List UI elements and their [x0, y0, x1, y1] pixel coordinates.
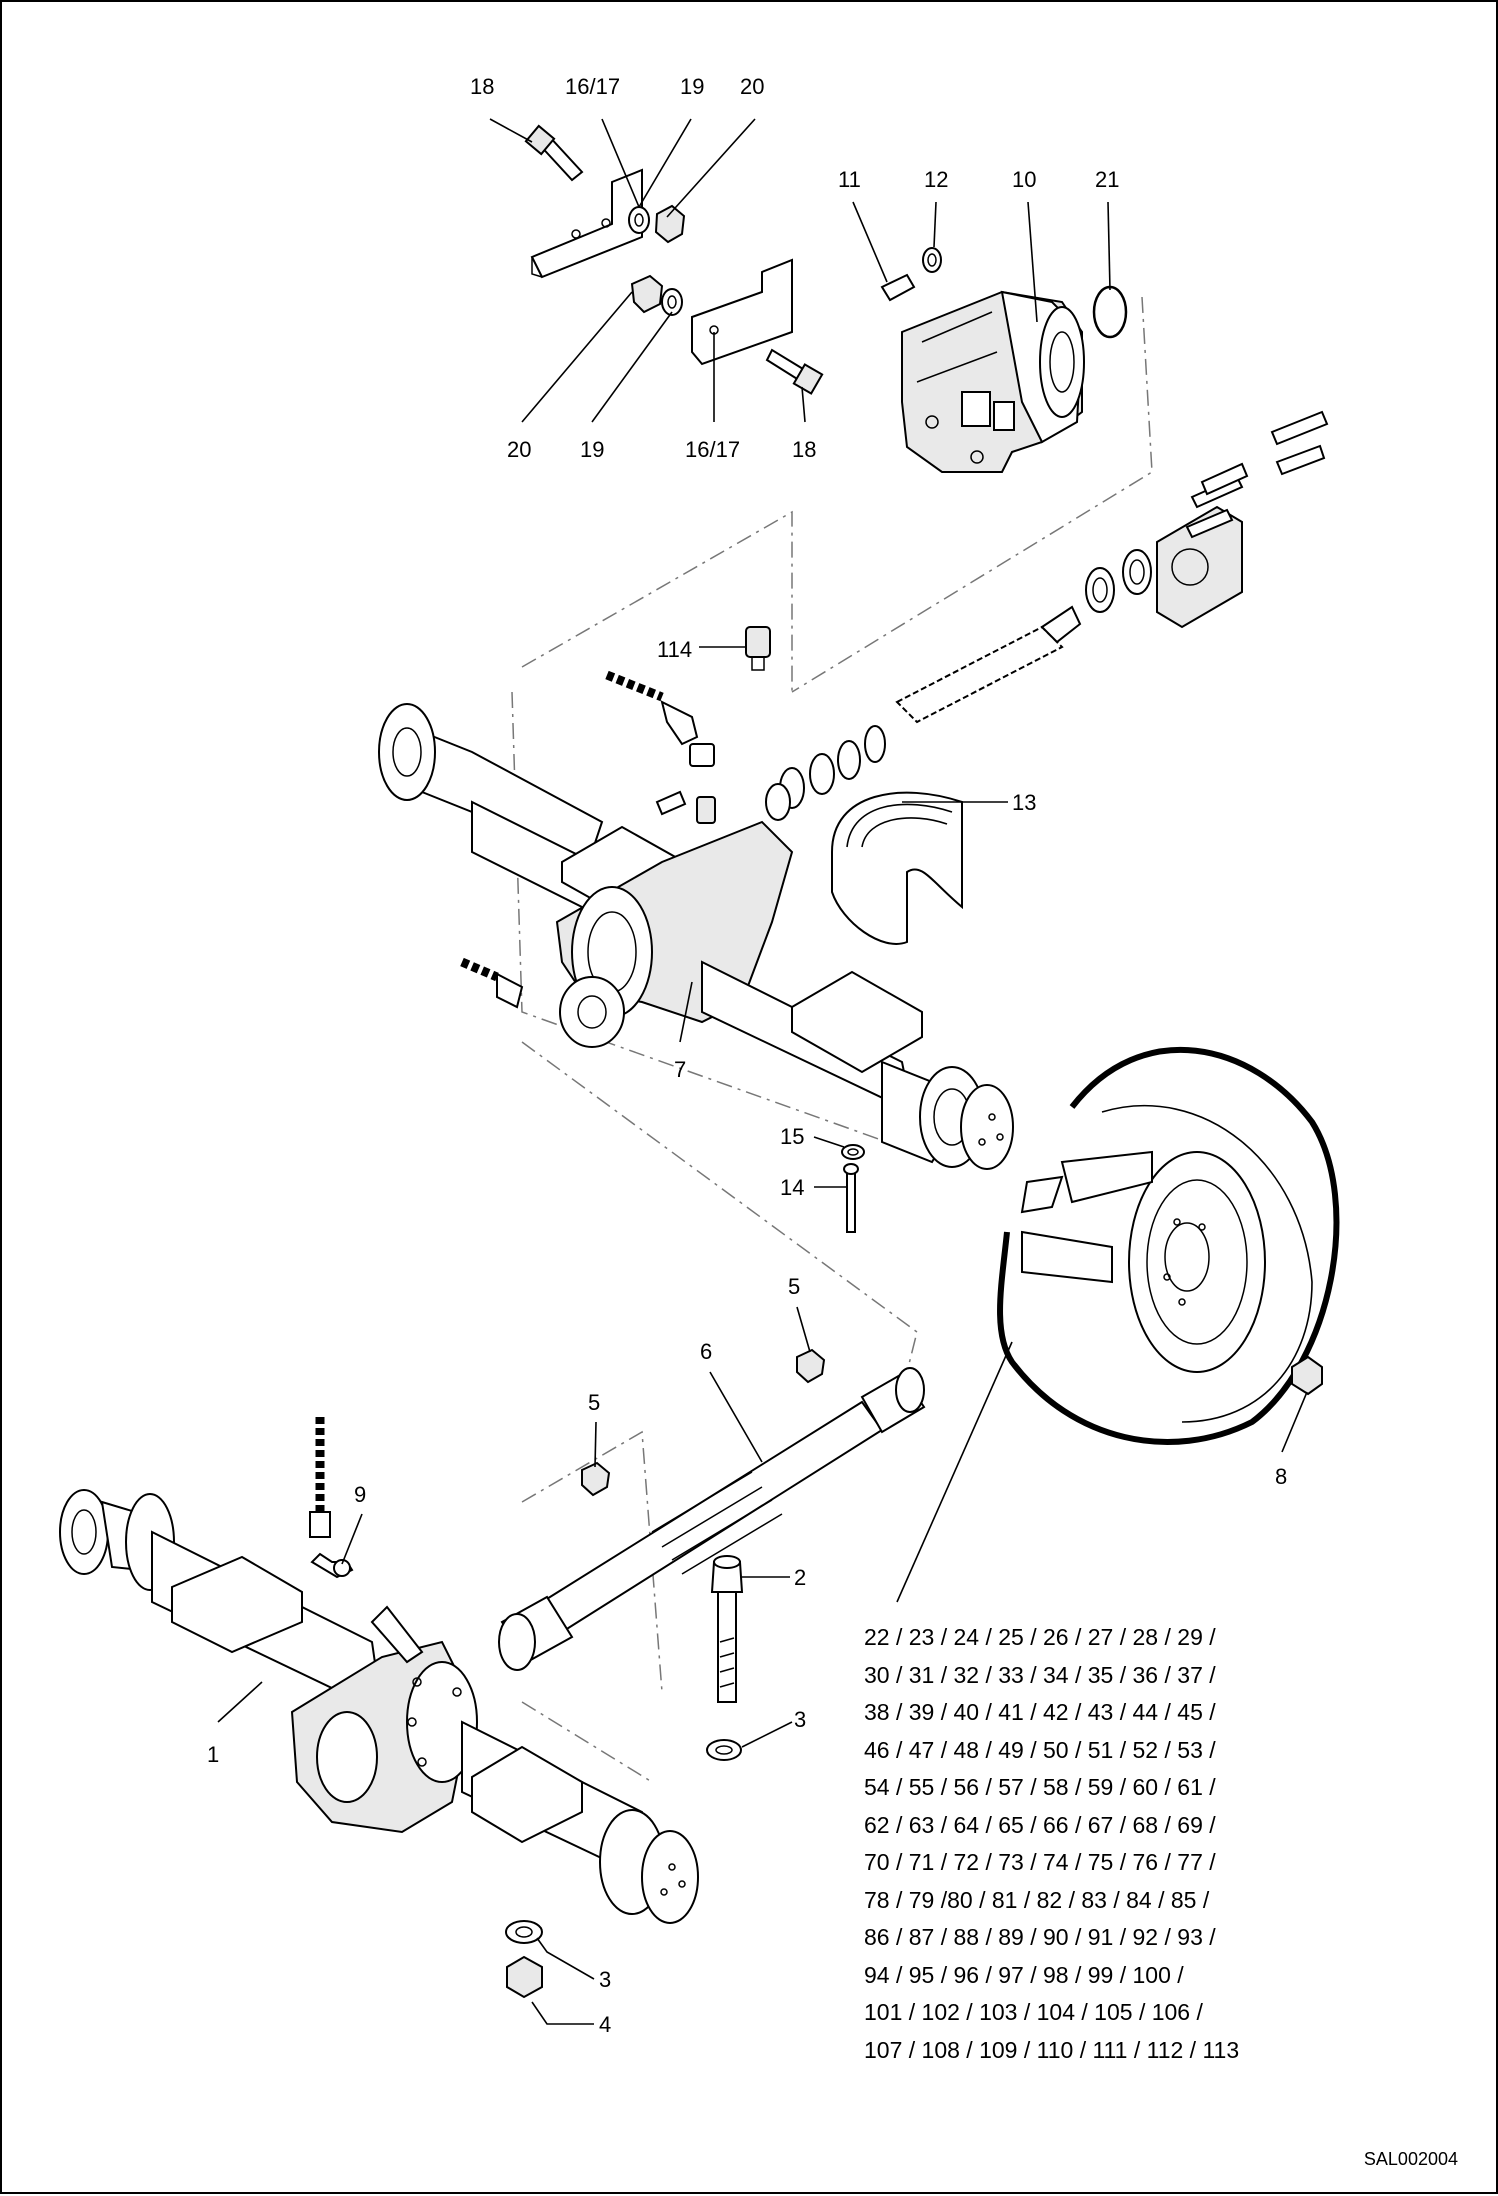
- kit-list-line: 107 / 108 / 109 / 110 / 111 / 112 / 113: [864, 2036, 1240, 2063]
- kit-list-line: 101 / 102 / 103 / 104 / 105 / 106 /: [864, 1999, 1203, 2025]
- kit-list-line: 86 / 87 / 88 / 89 / 90 / 91 / 92 / 93 /: [864, 1924, 1216, 1950]
- kit-list-line: 46 / 47 / 48 / 49 / 50 / 51 / 52 / 53 /: [864, 1736, 1216, 1763]
- callout-6: 6: [700, 1339, 712, 1364]
- callout-9: 9: [354, 1482, 366, 1507]
- elbow-fitting-9: [309, 1511, 354, 1579]
- mounting-bracket-lower: [691, 258, 793, 366]
- drive-flange-assembly: [1085, 410, 1329, 629]
- ring-seal-inner: [1085, 567, 1115, 613]
- kit-list-line: 62 / 63 / 64 / 65 / 66 / 67 / 68 / 69 /: [864, 1811, 1216, 1838]
- nut-5-left: [581, 1461, 611, 1497]
- callout-12: 12: [924, 167, 948, 192]
- callout-labels: 18 16/17 19 20 20 19 16/17 18 11 12 10 2…: [207, 74, 1287, 2037]
- callout-2: 2: [794, 1565, 806, 1590]
- leader-lines: [217, 118, 1308, 2025]
- kit-list-line: 38 / 39 / 40 / 41 / 42 / 43 / 44 / 45 /: [864, 1699, 1216, 1725]
- kit-list-line: 22 / 23 / 24 / 25 / 26 / 27 / 28 / 29 /: [864, 1624, 1216, 1650]
- callout-3: 3: [794, 1707, 806, 1732]
- nut-20-upper: [654, 204, 686, 244]
- callout-15: 15: [780, 1124, 804, 1149]
- callout-13: 13: [1012, 790, 1036, 815]
- pad-right-front: [471, 1745, 583, 1844]
- callout-18: 18: [470, 74, 494, 99]
- callout-19: 19: [680, 74, 704, 99]
- mounting-bracket-upper: [530, 168, 643, 279]
- callout-16-17: 16/17: [565, 74, 620, 99]
- washer-3-right: [706, 1739, 742, 1761]
- kit-list-line: 30 / 31 / 32 / 33 / 34 / 35 / 36 / 37 /: [864, 1661, 1216, 1688]
- callout-16-17: 16/17: [685, 437, 740, 462]
- kit-list-line: 78 / 79 /80 / 81 / 82 / 83 / 84 / 85 /: [864, 1886, 1210, 1913]
- callout-3: 3: [599, 1967, 611, 1992]
- washer-19-lower: [661, 288, 683, 316]
- hydraulic-hose-lower: [460, 957, 499, 982]
- callout-10: 10: [1012, 167, 1036, 192]
- hydraulic-hose-upper: [605, 670, 664, 702]
- bolt-11: [880, 273, 916, 302]
- callout-20: 20: [507, 437, 531, 462]
- pad-right: [791, 970, 923, 1074]
- o-ring-21: [1092, 285, 1128, 339]
- pad-left-front: [171, 1555, 303, 1654]
- callout-8: 8: [1275, 1464, 1287, 1489]
- washer-3-left: [505, 1920, 543, 1944]
- washer-19-upper: [628, 206, 650, 234]
- bracket-assembly-upper: [524, 124, 686, 279]
- elbow-fitting-lower: [496, 972, 524, 1009]
- callout-5: 5: [588, 1390, 600, 1415]
- kit-list-line: 94 / 95 / 96 / 97 / 98 / 99 / 100 /: [864, 1961, 1184, 1988]
- bracket-assembly-lower: [630, 258, 824, 395]
- seal-12: [922, 247, 942, 273]
- callout-11: 11: [838, 167, 861, 192]
- hydraulic-motor: [901, 290, 1085, 473]
- bolt-14: [843, 1163, 859, 1233]
- kit-parts-list: 22 / 23 / 24 / 25 / 26 / 27 / 28 / 29 / …: [864, 1619, 1314, 2069]
- nut-20-lower: [630, 274, 664, 314]
- callout-14: 14: [780, 1175, 804, 1200]
- front-axle-housing: [59, 1489, 699, 1924]
- nut-5-right: [796, 1348, 826, 1384]
- drawing-reference: SAL002004: [1363, 2149, 1458, 2169]
- rear-axle-housing: [378, 703, 1014, 1170]
- callout-1: 1: [207, 1742, 219, 1767]
- callout-19: 19: [580, 437, 604, 462]
- input-shaft-assembly: [765, 605, 1082, 821]
- nut-4: [506, 1955, 543, 1999]
- callout-20: 20: [740, 74, 764, 99]
- drive-shaft-6: [498, 1367, 926, 1671]
- elbow-fitting-upper: [655, 700, 716, 824]
- wheel-nut-8: [1291, 1355, 1323, 1396]
- bolt-2: [710, 1555, 744, 1703]
- callout-114: 114: [657, 637, 692, 662]
- callout-7: 7: [674, 1057, 686, 1082]
- counterweight-13: [831, 791, 963, 945]
- callout-18: 18: [792, 437, 816, 462]
- callout-21: 21: [1095, 167, 1119, 192]
- washer-15: [841, 1144, 865, 1160]
- callout-4: 4: [599, 2012, 611, 2037]
- ring-seal-outer: [1122, 549, 1152, 595]
- wheel-tyre-assembly: [997, 1047, 1340, 1445]
- callout-5: 5: [788, 1274, 800, 1299]
- kit-list-line: 70 / 71 / 72 / 73 / 74 / 75 / 76 / 77 /: [864, 1849, 1216, 1875]
- plug-114: [745, 626, 771, 671]
- kit-list-line: 54 / 55 / 56 / 57 / 58 / 59 / 60 / 61 /: [864, 1774, 1216, 1800]
